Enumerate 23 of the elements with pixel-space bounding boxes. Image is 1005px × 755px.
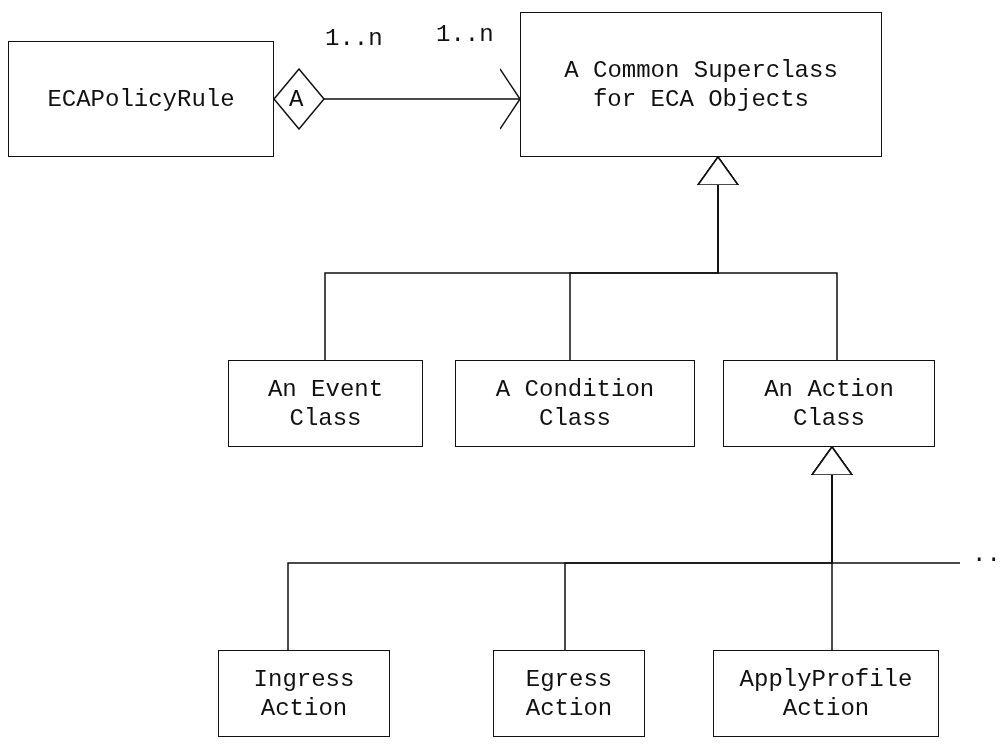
- class-box: [723, 360, 935, 447]
- class-box: [520, 12, 882, 157]
- class-name: Egress Action: [524, 664, 614, 723]
- inheritance-arrow: [697, 156, 838, 361]
- inheritance-arrow: [811, 446, 961, 564]
- multiplicity-label: 1..n: [325, 24, 383, 53]
- class-name: A Common Superclass for ECA Objects: [563, 55, 839, 114]
- class-box: [455, 360, 695, 447]
- class-name: Ingress Action: [252, 664, 356, 723]
- class-name: ECAPolicyRule: [46, 84, 236, 114]
- class-name: A Condition Class: [494, 374, 656, 433]
- class-name: An Action Class: [763, 374, 895, 433]
- class-box: [713, 650, 939, 737]
- class-box: [218, 650, 390, 737]
- class-name: ApplyProfile Action: [738, 664, 914, 723]
- aggregation-arrow: [273, 68, 521, 130]
- multiplicity-label: 1..n: [436, 20, 494, 49]
- aggregation-label: A: [289, 85, 304, 114]
- class-box: [493, 650, 645, 737]
- class-box: [8, 41, 274, 157]
- edge-label: ..: [972, 540, 1001, 569]
- class-box: [228, 360, 423, 447]
- class-name: An Event Class: [266, 374, 385, 433]
